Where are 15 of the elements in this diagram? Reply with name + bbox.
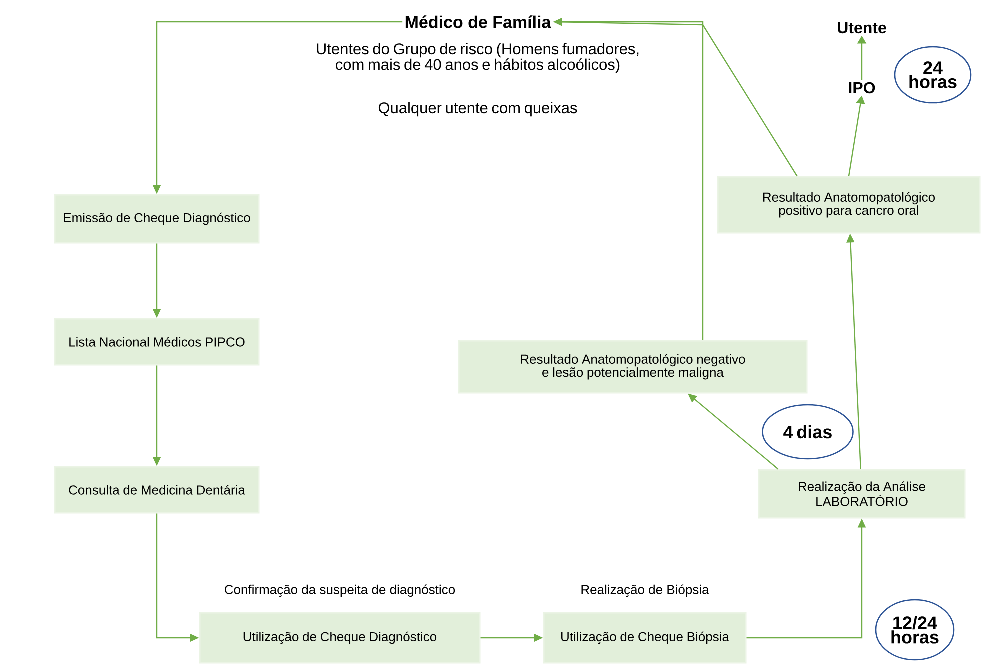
text-label: Utente [838,22,886,34]
description-text: Utentes do Grupo de risco (Homens fumadores, com mais de 40 anos e hábitos alcoólicos) [317,43,639,74]
heading: Médico de Família [406,16,552,28]
process-box: Utilização de Cheque Biópsia [543,612,747,664]
process-box: Resultado Anatomopatológico positivo para cancro oral [717,176,981,234]
description-text: Qualquer utente com queixas [378,102,578,117]
process-box: Realização da Análise LABORATÓRIO [758,469,966,519]
process-box: Utilização de Cheque Diagnóstico [199,612,481,664]
step-caption: Realização de Biópsia [582,584,710,598]
text-label: IPO [849,82,876,94]
process-box: Consulta de Medicina Dentária [54,466,260,514]
process-box: Lista Nacional Médicos PIPCO [54,318,260,366]
process-box: Resultado Anatomopatológico negativo e lesão potencialmente maligna [458,340,808,394]
step-caption: Confirmação da suspeita de diagnóstico [225,584,456,598]
process-box: Emissão de Cheque Diagnóstico [54,194,260,244]
